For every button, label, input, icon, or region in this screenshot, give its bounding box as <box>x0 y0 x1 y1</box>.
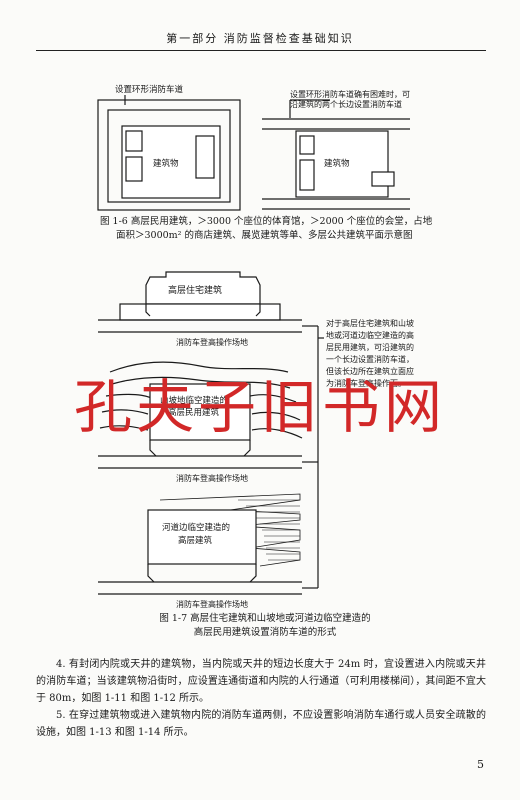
riverside-building <box>147 509 257 565</box>
paragraph-5: 5. 在穿过建筑物或进入建筑物内院的消防车道两侧，不应设置影响消防车通行或人员安… <box>36 710 486 738</box>
middle-panel <box>98 361 303 469</box>
note-line: 但该长边所在建筑立面应 <box>326 366 414 376</box>
figure-1-6-caption-line2: 面积＞3000m² 的商店建筑、展览建筑等单、多层公共建筑平面示意图 <box>116 230 413 241</box>
note-line: 地或河道边临空建造的高 <box>326 330 414 340</box>
middle-area-label: 消防车登高操作场地 <box>176 473 248 483</box>
bottom-building-line2: 高层建筑 <box>178 535 213 546</box>
note-line: 一个长边设置消防车道， <box>326 354 414 364</box>
figure-1-7-caption-line1: 图 1-7 高层住宅建筑和山坡地或河道边临空建造的 <box>159 613 371 624</box>
ring-road-outer <box>97 99 241 211</box>
figure-1-6-right <box>262 99 410 210</box>
figure-1-6-caption: 图 1-6 高层民用建筑，＞3000 个座位的体育馆，＞2000 个座位的会堂，… <box>100 215 440 243</box>
left-label: 设置环形消防车道 <box>115 84 184 95</box>
figure-1-6-left <box>97 95 241 211</box>
figure-1-7: 高层住宅建筑 消防车登高操作场地 山坡地临空建造的 高层民用建筑 消防车登高操作… <box>98 271 414 609</box>
right-building-label: 建筑物 <box>324 158 350 169</box>
note-line: 为消防车登高操作面。 <box>326 378 406 388</box>
figure-1-6: 设置环形消防车道 建筑物 设置环形消防车道确有困难时，可 沿建筑的两个长边设置消… <box>97 84 410 211</box>
watermark-logo: 孔夫子旧书网 <box>73 373 446 441</box>
right-label-line1: 设置环形消防车道确有困难时，可 <box>290 89 410 99</box>
hillside-building <box>149 383 251 441</box>
left-building-label: 建筑物 <box>153 158 179 169</box>
right-label-line2: 沿建筑的两个长边设置消防车道 <box>290 99 402 109</box>
body-text: 4. 有封闭内院或天井的建筑物，当内院或天井的短边长度大于 24m 时，宜设置进… <box>36 656 486 741</box>
figure-1-7-caption: 图 1-7 高层住宅建筑和山坡地或河道边临空建造的 高层民用建筑设置消防车道的形… <box>130 612 400 640</box>
header-rule <box>36 50 486 51</box>
middle-building-line2: 高层民用建筑 <box>168 407 220 418</box>
figure-1-7-caption-line2: 高层民用建筑设置消防车道的形式 <box>193 627 337 638</box>
top-area-label: 消防车登高操作场地 <box>176 337 248 347</box>
figure-1-7-note: 对于高层住宅建筑和山坡 地或河道边临空建造的高 层民用建筑，可沿建筑的 一个长边… <box>326 318 414 388</box>
top-building-label: 高层住宅建筑 <box>168 284 222 296</box>
paragraph-4: 4. 有封闭内院或天井的建筑物，当内院或天井的短边长度大于 24m 时，宜设置进… <box>36 659 486 704</box>
top-panel <box>98 271 302 333</box>
figure-1-6-caption-line1: 图 1-6 高层民用建筑，＞3000 个座位的体育馆，＞2000 个座位的会堂，… <box>100 216 433 227</box>
page-number: 5 <box>477 758 484 771</box>
bottom-building-line1: 河道边临空建造的 <box>162 522 230 533</box>
bottom-panel <box>98 493 302 595</box>
note-line: 层民用建筑，可沿建筑的 <box>326 342 414 352</box>
middle-building-line1: 山坡地临空建造的 <box>160 395 228 406</box>
ring-road-inner <box>107 109 231 203</box>
note-line: 对于高层住宅建筑和山坡 <box>326 318 414 328</box>
bottom-area-label: 消防车登高操作场地 <box>176 599 248 609</box>
running-header: 第一部分 消防监督检查基础知识 <box>166 32 354 45</box>
